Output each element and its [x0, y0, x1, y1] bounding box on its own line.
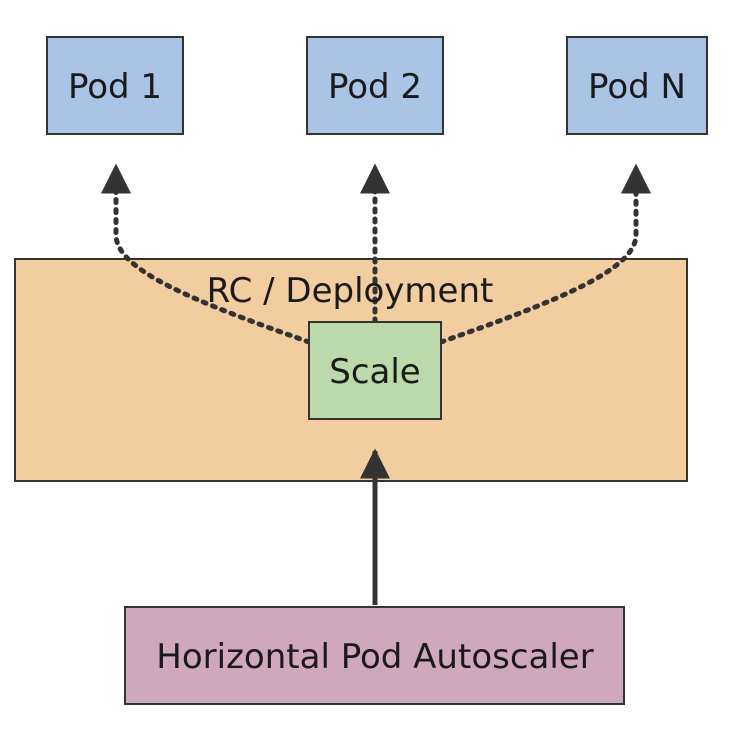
- node-pod-1-label: Pod 1: [68, 67, 162, 107]
- node-pod-n: Pod N: [566, 36, 708, 135]
- node-pod-2: Pod 2: [306, 36, 444, 135]
- edge-scale-to-pod1: [101, 163, 312, 345]
- edge-scale-to-podN: [438, 163, 651, 345]
- node-pod-2-label: Pod 2: [328, 67, 422, 107]
- node-scale-label: Scale: [329, 352, 420, 392]
- node-pod-1: Pod 1: [46, 36, 184, 135]
- deployment-group-label: RC / Deployment: [207, 271, 494, 311]
- node-pod-n-label: Pod N: [588, 67, 686, 107]
- node-horizontal-pod-autoscaler: Horizontal Pod Autoscaler: [124, 606, 625, 705]
- node-scale: Scale: [308, 321, 442, 420]
- node-hpa-label: Horizontal Pod Autoscaler: [156, 637, 593, 677]
